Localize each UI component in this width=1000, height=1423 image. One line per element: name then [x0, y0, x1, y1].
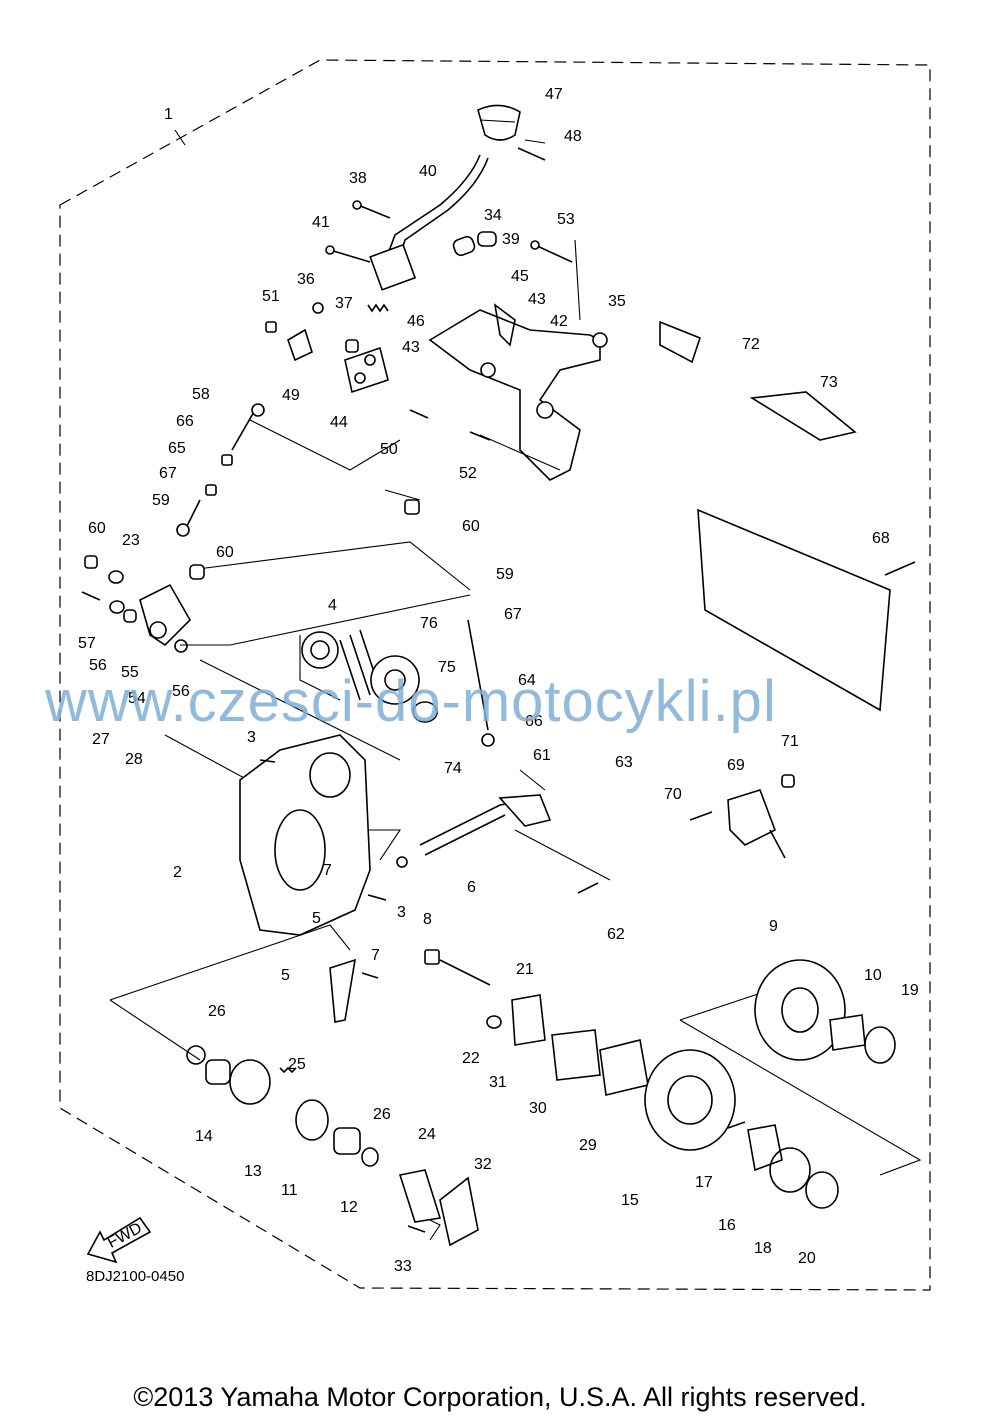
callout-76: 76	[420, 615, 438, 632]
callout-18: 18	[754, 1240, 772, 1257]
callout-7: 7	[371, 947, 380, 964]
callout-12: 12	[340, 1199, 358, 1216]
callout-6: 6	[467, 879, 476, 896]
callout-72: 72	[742, 336, 760, 353]
callout-59: 59	[152, 492, 170, 509]
callout-55: 55	[121, 664, 139, 681]
callout-23: 23	[122, 532, 140, 549]
callout-29: 29	[579, 1137, 597, 1154]
callout-30: 30	[529, 1100, 547, 1117]
callout-40: 40	[419, 163, 437, 180]
callout-38: 38	[349, 170, 367, 187]
assembly-boundary	[59, 59, 931, 1291]
callout-60: 60	[216, 544, 234, 561]
callout-27: 27	[92, 731, 110, 748]
callout-45: 45	[511, 268, 529, 285]
callout-17: 17	[695, 1174, 713, 1191]
callout-66: 66	[176, 413, 194, 430]
callout-49: 49	[282, 387, 300, 404]
diagram-code: 8DJ2100-0450	[86, 1268, 185, 1285]
callout-65: 65	[168, 440, 186, 457]
callout-10: 10	[864, 967, 882, 984]
callout-67: 67	[159, 465, 177, 482]
callout-67: 67	[504, 606, 522, 623]
callout-28: 28	[125, 751, 143, 768]
part-drawings	[81, 104, 916, 1247]
callout-4: 4	[328, 597, 337, 614]
callout-19: 19	[901, 982, 919, 999]
callout-44: 44	[330, 414, 348, 431]
callout-5: 5	[312, 910, 321, 927]
callout-53: 53	[557, 211, 575, 228]
callout-64: 64	[518, 672, 536, 689]
callout-26: 26	[373, 1106, 391, 1123]
callout-60: 60	[462, 518, 480, 535]
callout-74: 74	[444, 760, 462, 777]
callout-21: 21	[516, 961, 534, 978]
callout-3: 3	[397, 904, 406, 921]
callout-66: 66	[525, 713, 543, 730]
fwd-arrow: FWD	[86, 1216, 152, 1264]
callout-46: 46	[407, 313, 425, 330]
callout-73: 73	[820, 374, 838, 391]
callout-26: 26	[208, 1003, 226, 1020]
callout-9: 9	[769, 918, 778, 935]
callout-59: 59	[496, 566, 514, 583]
callout-20: 20	[798, 1250, 816, 1267]
callout-71: 71	[781, 733, 799, 750]
callout-51: 51	[262, 288, 280, 305]
callout-62: 62	[607, 926, 625, 943]
callout-60: 60	[88, 520, 106, 537]
callout-42: 42	[550, 313, 568, 330]
callout-56: 56	[89, 657, 107, 674]
callout-16: 16	[718, 1217, 736, 1234]
callout-37: 37	[335, 295, 353, 312]
callout-22: 22	[462, 1050, 480, 1067]
callout-50: 50	[380, 441, 398, 458]
callout-75: 75	[438, 659, 456, 676]
callout-15: 15	[621, 1192, 639, 1209]
callout-68: 68	[872, 530, 890, 547]
callout-2: 2	[173, 864, 182, 881]
callout-69: 69	[727, 757, 745, 774]
callout-32: 32	[474, 1156, 492, 1173]
callout-1: 1	[164, 106, 173, 123]
callout-34: 34	[484, 207, 502, 224]
callout-41: 41	[312, 214, 330, 231]
callout-35: 35	[608, 293, 626, 310]
callout-13: 13	[244, 1163, 262, 1180]
callout-14: 14	[195, 1128, 213, 1145]
callout-70: 70	[664, 786, 682, 803]
callout-11: 11	[281, 1182, 298, 1199]
callout-54: 54	[128, 690, 146, 707]
callout-25: 25	[288, 1056, 306, 1073]
copyright-notice: ©2013 Yamaha Motor Corporation, U.S.A. A…	[133, 1382, 867, 1412]
callout-52: 52	[459, 465, 477, 482]
callout-8: 8	[423, 911, 432, 928]
callout-47: 47	[545, 86, 563, 103]
fwd-label: FWD	[105, 1220, 145, 1252]
callout-31: 31	[489, 1074, 507, 1091]
callout-63: 63	[615, 754, 633, 771]
callout-43: 43	[402, 339, 420, 356]
callout-58: 58	[192, 386, 210, 403]
callout-33: 33	[394, 1258, 412, 1275]
callout-48: 48	[564, 128, 582, 145]
callout-56: 56	[172, 683, 190, 700]
callout-43: 43	[528, 291, 546, 308]
callout-24: 24	[418, 1126, 436, 1143]
callout-61: 61	[533, 747, 551, 764]
callout-57: 57	[78, 635, 96, 652]
callout-3: 3	[247, 729, 256, 746]
callout-39: 39	[502, 231, 520, 248]
reference-lines	[109, 129, 922, 1241]
callout-7: 7	[323, 862, 332, 879]
callout-36: 36	[297, 271, 315, 288]
callout-5: 5	[281, 967, 290, 984]
